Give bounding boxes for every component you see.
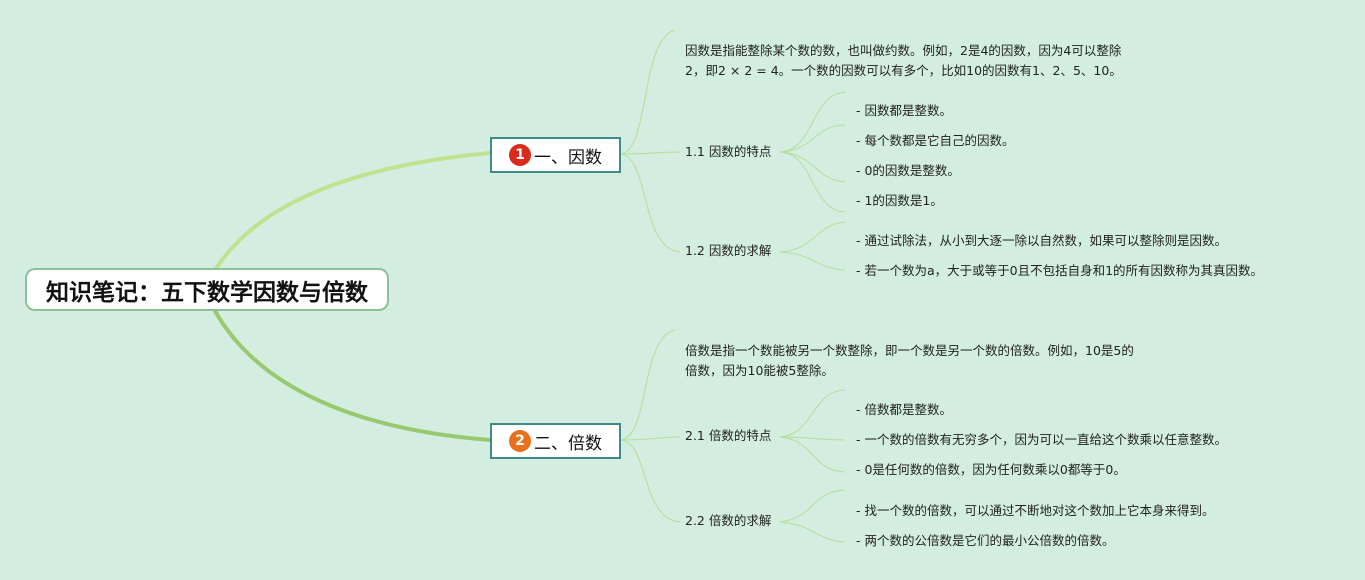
- leaf-item[interactable]: - 0是任何数的倍数，因为任何数乘以0都等于0。: [856, 462, 1126, 477]
- link-b1-sub2: [620, 153, 681, 253]
- leaf-item[interactable]: - 倍数都是整数。: [856, 402, 952, 417]
- branch-multiples[interactable]: 2 二、倍数: [490, 423, 621, 459]
- leaf-item[interactable]: - 若一个数为a，大于或等于0且不包括自身和1的所有因数称为其真因数。: [856, 263, 1264, 278]
- leaf-item[interactable]: - 一个数的倍数有无穷多个，因为可以一直给这个数乘以任意整数。: [856, 432, 1227, 447]
- subtopic-factor-properties[interactable]: 1.1 因数的特点: [685, 144, 772, 159]
- branch-label: 二、倍数: [534, 433, 602, 454]
- leaf-item[interactable]: - 每个数都是它自己的因数。: [856, 133, 1015, 148]
- leaf-item[interactable]: - 1的因数是1。: [856, 193, 943, 208]
- root-title: 知识笔记：五下数学因数与倍数: [46, 279, 368, 306]
- subtopic-factor-solving[interactable]: 1.2 因数的求解: [685, 243, 772, 258]
- leaf-item[interactable]: - 两个数的公倍数是它们的最小公倍数的倍数。: [856, 533, 1115, 548]
- subtopic-multiple-solving[interactable]: 2.2 倍数的求解: [685, 513, 772, 528]
- link-b2-sub2: [620, 439, 681, 523]
- leaf-item[interactable]: - 因数都是整数。: [856, 103, 952, 118]
- multiple-definition[interactable]: 倍数是指一个数能被另一个数整除，即一个数是另一个数的倍数。例如，10是5的 倍数…: [685, 343, 1134, 378]
- link-b2-sub1: [620, 436, 681, 441]
- priority-badge-2: 2: [509, 430, 531, 452]
- subtopic-multiple-properties[interactable]: 2.1 倍数的特点: [685, 428, 772, 443]
- root-topic[interactable]: 知识笔记：五下数学因数与倍数: [25, 268, 389, 311]
- leaf-item[interactable]: - 0的因数是整数。: [856, 163, 960, 178]
- branch-factors[interactable]: 1 一、因数: [490, 137, 621, 173]
- link-b2-def: [620, 329, 676, 441]
- link-root-branch-2: [213, 309, 492, 442]
- link-root-branch-1: [213, 151, 492, 272]
- link-b1-def: [620, 29, 676, 155]
- leaf-item[interactable]: - 通过试除法，从小到大逐一除以自然数，如果可以整除则是因数。: [856, 233, 1227, 248]
- link-b1-sub1: [620, 151, 681, 155]
- branch-label: 一、因数: [534, 147, 602, 168]
- leaf-item[interactable]: - 找一个数的倍数，可以通过不断地对这个数加上它本身来得到。: [856, 503, 1215, 518]
- factor-definition[interactable]: 因数是指能整除某个数的数，也叫做约数。例如，2是4的因数，因为4可以整除 2，即…: [685, 43, 1122, 78]
- priority-badge-1: 1: [509, 144, 531, 166]
